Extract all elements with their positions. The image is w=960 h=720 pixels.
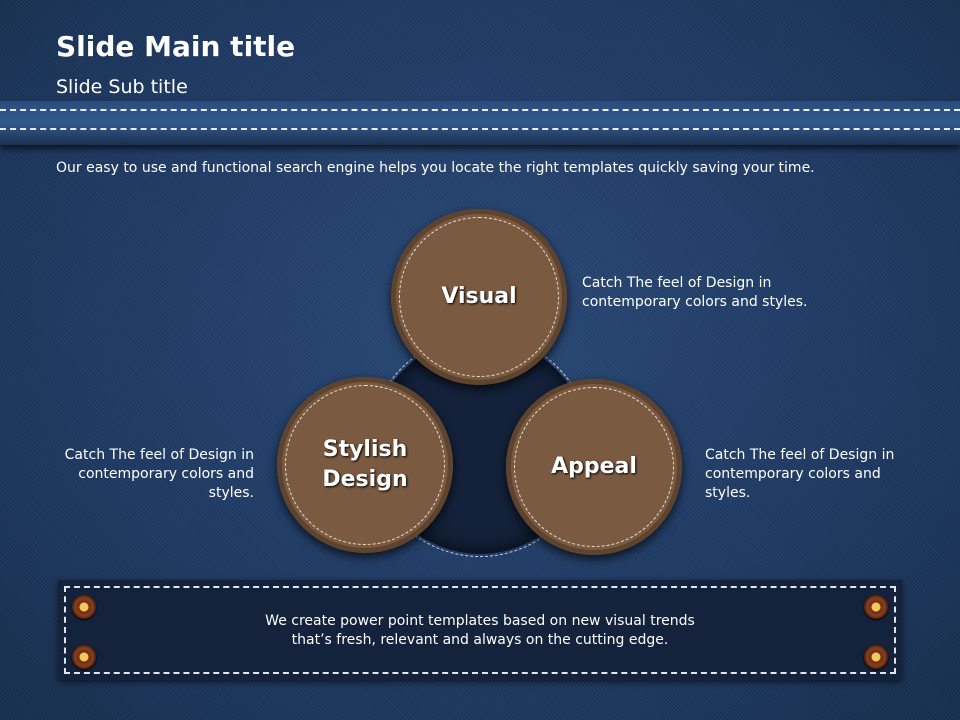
intro-text: Our easy to use and functional search en… — [56, 160, 815, 176]
circle-label: Visual — [441, 284, 517, 309]
denim-seam — [0, 101, 960, 145]
circle-label: Appeal — [551, 454, 637, 479]
stitch-line-top — [0, 109, 960, 111]
panel-stitching — [64, 586, 896, 674]
circle-label: Stylish Design — [322, 437, 408, 492]
button-rivet-icon — [864, 595, 888, 619]
description-stylish-design: Catch The feel of Design in contemporary… — [64, 447, 254, 501]
button-rivet-icon — [72, 645, 96, 669]
button-rivet-icon — [864, 645, 888, 669]
description-appeal: Catch The feel of Design in contemporary… — [705, 447, 895, 501]
panel-text-line2: that’s fresh, relevant and always on the… — [291, 632, 669, 648]
circle-visual: Visual — [391, 209, 567, 385]
button-rivet-icon — [72, 595, 96, 619]
panel-text-line1: We create power point templates based on… — [265, 613, 695, 629]
slide-title: Slide Main title — [56, 30, 296, 63]
stitch-line-bottom — [0, 128, 960, 130]
circle-appeal: Appeal — [506, 379, 682, 555]
footer-panel: We create power point templates based on… — [58, 580, 902, 680]
circle-stylish-design: Stylish Design — [277, 377, 453, 553]
slide-subtitle: Slide Sub title — [56, 76, 188, 98]
description-visual: Catch The feel of Design in contemporary… — [582, 275, 808, 310]
